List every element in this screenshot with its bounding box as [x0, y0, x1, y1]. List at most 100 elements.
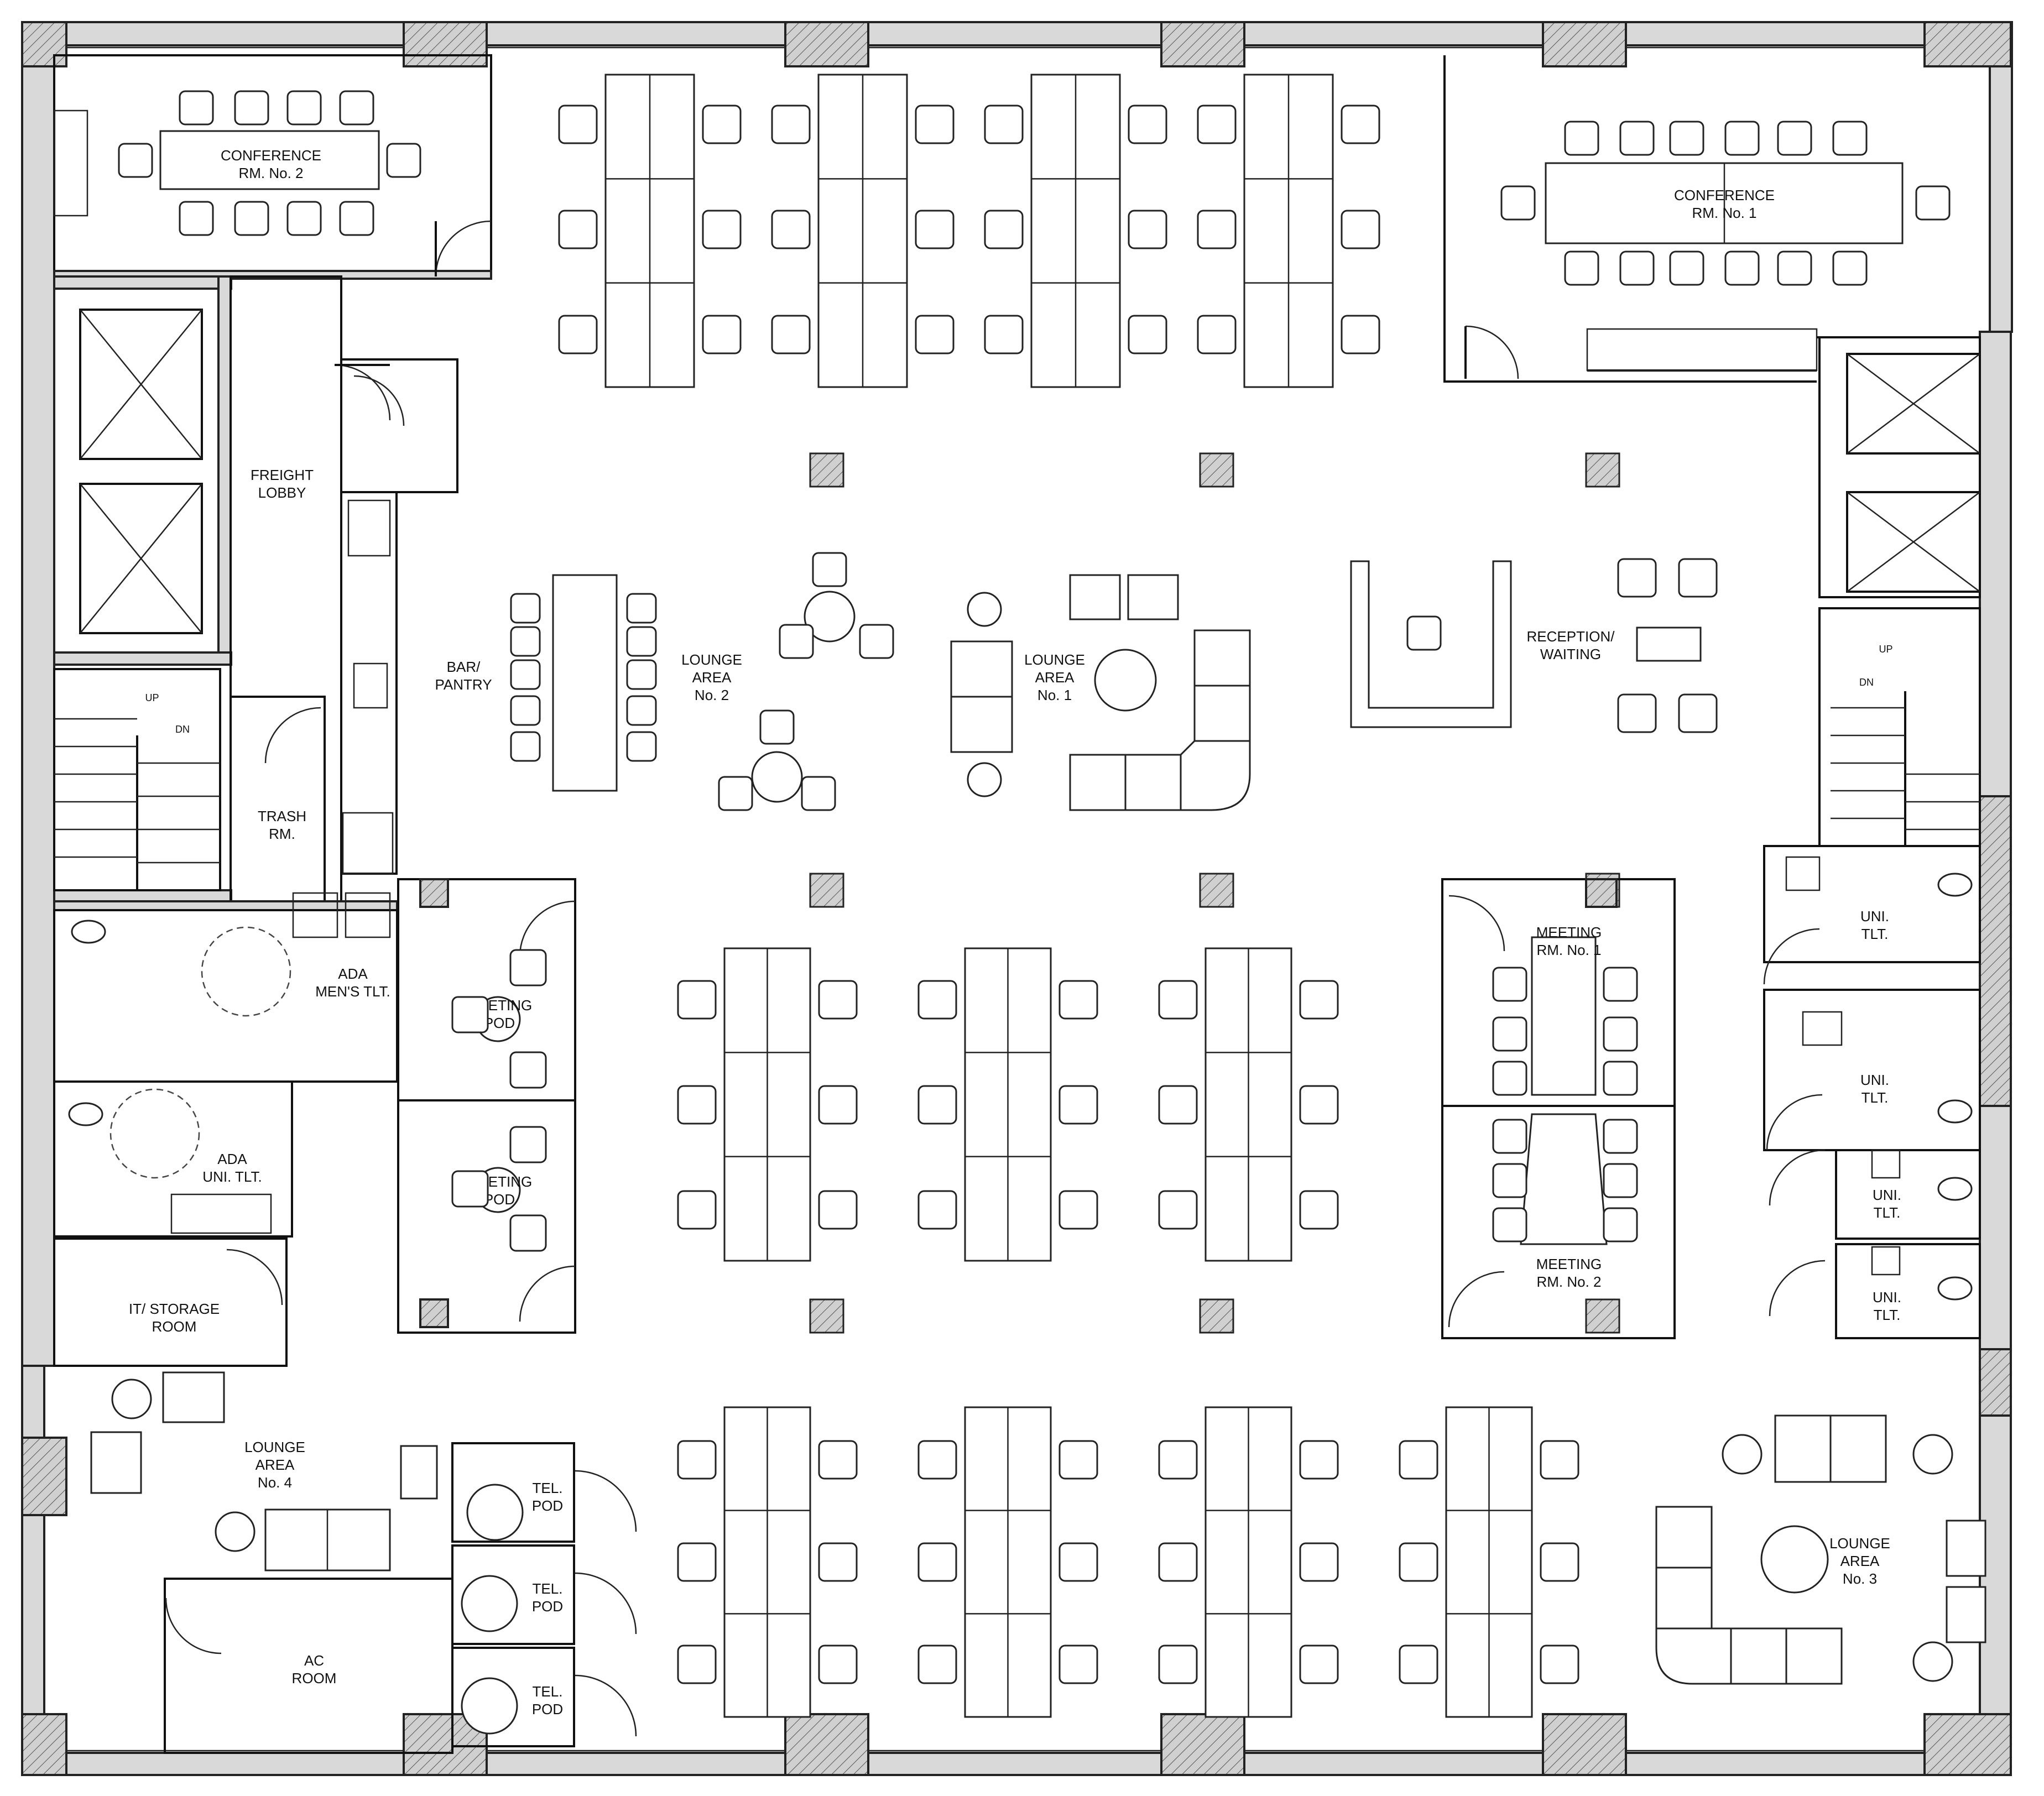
chair	[558, 315, 598, 354]
freight-lobby-label-line2: LOBBY	[258, 484, 306, 501]
lounge-area-1: LOUNGE AREA No. 1	[950, 574, 1251, 811]
chair	[1341, 105, 1380, 144]
chair	[702, 105, 742, 144]
ada-restrooms: ADA MEN'S TLT. ADA UNI. TLT. IT/ STORAGE…	[53, 892, 398, 1367]
chair	[1540, 1440, 1579, 1480]
chair	[1058, 1085, 1098, 1125]
chair	[451, 1170, 489, 1208]
chair	[234, 201, 269, 236]
chair	[1128, 105, 1167, 144]
tel-pod-1-label-line2: POD	[532, 1497, 563, 1514]
chair	[1299, 1085, 1339, 1125]
exterior-walls	[21, 21, 2013, 1776]
chair	[1399, 1644, 1438, 1684]
chair	[1128, 210, 1167, 249]
chair	[1619, 121, 1655, 156]
chair	[234, 90, 269, 126]
uni-toilet-1-label-line2: TLT.	[1861, 926, 1889, 942]
chair	[677, 1085, 717, 1125]
lounge-3-label-line2: AREA	[1840, 1553, 1880, 1569]
chair	[677, 1440, 717, 1480]
chair	[859, 624, 894, 659]
meeting-rooms: MEETING RM. No. 1 MEETING RM. No. 2	[1441, 878, 1676, 1339]
chair	[1540, 1542, 1579, 1582]
ac-room-label-line1: AC	[304, 1652, 324, 1669]
chair	[626, 626, 657, 657]
uni-toilet-3-label-line2: TLT.	[1874, 1204, 1901, 1221]
chair	[917, 1644, 957, 1684]
chair	[1406, 615, 1442, 651]
chair	[818, 1085, 858, 1125]
chair	[1492, 1207, 1527, 1242]
chair	[1492, 1163, 1527, 1198]
chair	[1724, 121, 1760, 156]
meeting-room-2-label-line1: MEETING	[1536, 1256, 1602, 1272]
chair	[509, 1051, 547, 1089]
chair	[1299, 1542, 1339, 1582]
tel-pod-2-label-line1: TEL.	[533, 1580, 563, 1597]
chair	[1058, 1542, 1098, 1582]
chair	[1669, 250, 1704, 286]
uni-toilet-2-label-line1: UNI.	[1860, 1072, 1889, 1088]
bar-pantry-label-line2: PANTRY	[435, 676, 492, 693]
ac-room-label-line2: ROOM	[292, 1670, 337, 1687]
chair	[818, 1644, 858, 1684]
chair	[1197, 315, 1237, 354]
stair-up-left: UP	[145, 692, 159, 703]
chair	[677, 1644, 717, 1684]
conference-2-label-line1: CONFERENCE	[221, 147, 321, 164]
conference-2-label-line2: RM. No. 2	[238, 165, 303, 181]
chair	[1540, 1644, 1579, 1684]
uni-toilet-1-label-line1: UNI.	[1860, 908, 1889, 925]
meeting-room-1-label-line1: MEETING	[1536, 924, 1602, 941]
chair	[771, 105, 811, 144]
trash-room-label-line1: TRASH	[258, 808, 306, 824]
lounge-2-label-line3: No. 2	[695, 687, 729, 703]
conference-1-label-line2: RM. No. 1	[1692, 205, 1756, 221]
lounge-1-label-line3: No. 1	[1037, 687, 1072, 703]
lounge-area-3: LOUNGE AREA No. 3	[1655, 1414, 1986, 1685]
chair	[1603, 1061, 1638, 1096]
bar-pantry: BAR/ PANTRY	[340, 358, 618, 875]
lounge-1-label-line1: LOUNGE	[1024, 651, 1085, 668]
tel-pod-3-label-line1: TEL.	[533, 1683, 563, 1700]
chair	[1299, 1440, 1339, 1480]
chair	[1341, 315, 1380, 354]
lounge-3-label-line3: No. 3	[1843, 1570, 1877, 1587]
chair	[1678, 693, 1718, 733]
chair	[812, 552, 847, 587]
stair-up-right: UP	[1879, 644, 1892, 655]
tel-pod-1-label-line1: TEL.	[533, 1480, 563, 1496]
meeting-room-2-label-line2: RM. No. 2	[1536, 1273, 1601, 1290]
chair	[818, 980, 858, 1020]
chair	[1058, 1440, 1098, 1480]
ada-mens-label-line2: MEN'S TLT.	[315, 983, 390, 1000]
chair	[702, 315, 742, 354]
chair	[1492, 967, 1527, 1002]
chair	[1058, 980, 1098, 1020]
chair	[286, 90, 322, 126]
chair	[677, 1190, 717, 1230]
uni-toilet-2-label-line2: TLT.	[1861, 1089, 1889, 1106]
it-storage-label-line1: IT/ STORAGE	[129, 1301, 220, 1317]
chair	[1128, 315, 1167, 354]
chair	[1158, 1644, 1198, 1684]
chair	[759, 709, 795, 745]
chair	[702, 210, 742, 249]
chair	[1158, 1542, 1198, 1582]
lounge-4-label-line1: LOUNGE	[244, 1439, 305, 1455]
lounge-2-label-line2: AREA	[692, 669, 732, 686]
chair	[1678, 558, 1718, 598]
chair	[118, 143, 153, 178]
uni-toilet-4-label-line2: TLT.	[1874, 1307, 1901, 1323]
chair	[677, 1542, 717, 1582]
lounge-4-label-line2: AREA	[255, 1456, 295, 1473]
reception: RECEPTION/ WAITING	[1350, 560, 1702, 728]
chair	[1158, 1440, 1198, 1480]
chair	[1158, 1085, 1198, 1125]
uni-toilet-3-label-line1: UNI.	[1873, 1187, 1901, 1203]
lounge-1-label-line2: AREA	[1035, 669, 1075, 686]
chair	[1500, 185, 1536, 221]
chair	[917, 1190, 957, 1230]
